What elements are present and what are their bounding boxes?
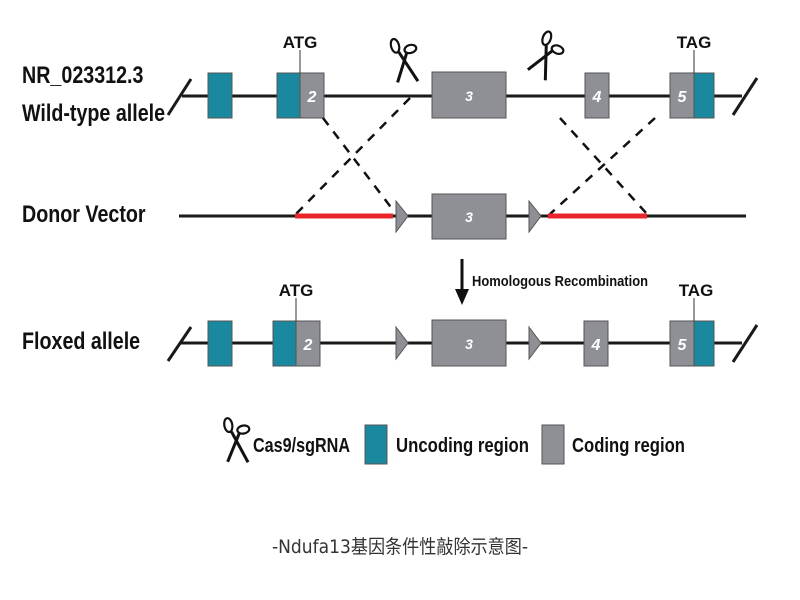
- floxed-break-left: [166, 326, 193, 362]
- wildtype-allele-track: 2 ATG 3 4 5 TAG: [166, 27, 759, 119]
- wildtype-exon2-number: 2: [307, 89, 317, 106]
- floxed-loxp-left: [395, 325, 409, 361]
- crossover-right-a: [559, 117, 648, 215]
- wildtype-break-left: [166, 78, 193, 116]
- wildtype-exon1-uncoding: [207, 72, 233, 119]
- floxed-exon3-number: 3: [465, 336, 473, 352]
- donor-exon3: [431, 193, 507, 240]
- floxed-exon4-number: 4: [591, 337, 601, 354]
- floxed-exon3: [431, 319, 507, 367]
- floxed-exon1-uncoding: [207, 320, 233, 367]
- floxed-exon2-number: 2: [303, 337, 313, 354]
- wildtype-exon3: [431, 71, 507, 119]
- floxed-exon5-uncoding: [693, 320, 715, 367]
- donor-loxp-right: [528, 199, 542, 234]
- wildtype-exon3-number: 3: [465, 88, 473, 104]
- arrow-down-icon: [455, 289, 469, 305]
- wildtype-exon5-uncoding: [693, 72, 715, 119]
- wildtype-tag-label: TAG: [677, 33, 712, 52]
- crossover-right-b: [549, 117, 656, 215]
- floxed-exon2-uncoding: [272, 320, 297, 367]
- wildtype-allele-label: Wild-type allele: [22, 100, 166, 127]
- figure-caption: -Ndufa13基因条件性敲除示意图-: [271, 536, 529, 558]
- floxed-loxp-right: [528, 325, 542, 361]
- cas9-scissors-icon-right: [525, 27, 570, 85]
- wildtype-exon2-uncoding: [276, 72, 301, 119]
- wildtype-break-right: [731, 77, 759, 116]
- floxed-allele-label: Floxed allele: [22, 328, 141, 355]
- cas9-scissors-icon-left: [384, 32, 427, 88]
- wildtype-exon5-number: 5: [678, 89, 688, 106]
- legend-uncoding-swatch: [364, 424, 388, 465]
- wildtype-id-label: NR_023312.3: [22, 62, 144, 89]
- donor-vector-track: 3: [179, 193, 746, 240]
- wildtype-atg-label: ATG: [283, 33, 318, 52]
- floxed-allele-track: 2 ATG 3 4 5 TAG: [166, 281, 759, 367]
- donor-exon3-number: 3: [465, 209, 473, 225]
- floxed-tag-label: TAG: [679, 281, 714, 300]
- floxed-exon5-number: 5: [678, 337, 688, 354]
- legend-scissors-icon: [218, 413, 257, 468]
- recombination-label: Homologous Recombination: [472, 273, 648, 290]
- wildtype-exon4-number: 4: [592, 89, 602, 106]
- legend: Cas9/sgRNA Uncoding region Coding region: [218, 413, 685, 468]
- floxed-break-right: [731, 324, 759, 363]
- crossover-lines: [295, 97, 656, 215]
- crossover-left-a: [322, 117, 394, 211]
- wildtype-exon2-coding: [299, 72, 325, 119]
- floxed-exon2-coding: [295, 320, 321, 367]
- floxed-exon4: [583, 320, 609, 367]
- legend-cas9-label: Cas9/sgRNA: [253, 435, 350, 457]
- legend-coding-swatch: [541, 424, 565, 465]
- legend-coding-label: Coding region: [572, 435, 685, 457]
- recombination-arrow: Homologous Recombination: [455, 259, 648, 305]
- floxed-atg-label: ATG: [279, 281, 314, 300]
- wildtype-exon4: [584, 72, 610, 119]
- legend-uncoding-label: Uncoding region: [396, 435, 529, 457]
- donor-loxp-left: [395, 199, 409, 234]
- donor-vector-label: Donor Vector: [22, 201, 146, 228]
